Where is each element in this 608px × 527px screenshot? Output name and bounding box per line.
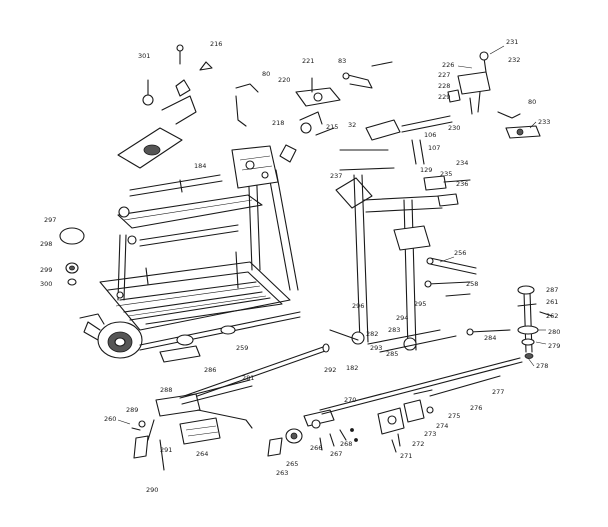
- callout-274: 274: [436, 422, 448, 430]
- callout-labels: 226 227 228 229 230 231 232 233 80 80 22…: [40, 38, 560, 494]
- bottom-center-parts: [267, 409, 358, 457]
- callout-230: 230: [448, 124, 460, 132]
- callout-262: 262: [546, 312, 558, 320]
- callout-220: 220: [278, 76, 290, 84]
- callout-266: 266: [310, 444, 322, 452]
- callout-293: 293: [370, 344, 382, 352]
- feed-rock-shaft: [131, 379, 253, 471]
- callout-229: 229: [438, 93, 450, 101]
- callout-298: 298: [40, 240, 52, 248]
- bobbin-winder-bracket: [447, 51, 541, 139]
- callout-278: 278: [536, 362, 548, 370]
- callout-234: 234: [456, 159, 468, 167]
- callout-271: 271: [400, 452, 412, 460]
- callout-258: 258: [466, 280, 478, 288]
- center-linkage-rods: [339, 115, 453, 171]
- callout-235: 235: [440, 170, 452, 178]
- callout-264: 264: [196, 450, 208, 458]
- callout-80-right: 80: [528, 98, 536, 106]
- callout-270: 270: [344, 396, 356, 404]
- callout-275: 275: [448, 412, 460, 420]
- callout-232: 232: [508, 56, 520, 64]
- callout-280: 280: [548, 328, 560, 336]
- callout-263: 263: [276, 469, 288, 477]
- callout-265: 265: [286, 460, 298, 468]
- callout-256: 256: [454, 249, 466, 257]
- callout-288: 288: [160, 386, 172, 394]
- callout-290: 290: [146, 486, 158, 494]
- upper-arm-assembly: [117, 145, 299, 291]
- zigzag-feed-rods: [329, 174, 457, 353]
- callout-218: 218: [272, 119, 284, 127]
- callout-289: 289: [126, 406, 138, 414]
- callout-237: 237: [330, 172, 342, 180]
- callout-287: 287: [546, 286, 558, 294]
- callout-216: 216: [210, 40, 222, 48]
- callout-182: 182: [346, 364, 358, 372]
- bottom-right-parts: [377, 389, 434, 453]
- callout-236: 236: [456, 180, 468, 188]
- callout-231: 231: [506, 38, 518, 46]
- callout-260: 260: [104, 415, 116, 423]
- callout-184: 184: [194, 162, 206, 170]
- callout-259: 259: [236, 344, 248, 352]
- callout-129: 129: [420, 166, 432, 174]
- callout-301: 301: [138, 52, 150, 60]
- callout-226: 226: [442, 61, 454, 69]
- callout-277: 277: [492, 388, 504, 396]
- base-frame-assembly: [79, 234, 301, 363]
- callout-279: 279: [548, 342, 560, 350]
- callout-296: 296: [352, 302, 364, 310]
- callout-83: 83: [338, 57, 346, 65]
- callout-215: 215: [326, 123, 338, 131]
- callout-267: 267: [330, 450, 342, 458]
- callout-261: 261: [546, 298, 558, 306]
- callout-299: 299: [40, 266, 52, 274]
- callout-228: 228: [438, 82, 450, 90]
- callout-285: 285: [386, 350, 398, 358]
- callout-80-left: 80: [262, 70, 270, 78]
- upper-left-loose-parts: [59, 179, 183, 299]
- callout-107: 107: [428, 144, 440, 152]
- callout-221: 221: [302, 57, 314, 65]
- top-cover-plate: [117, 44, 213, 169]
- callout-32: 32: [348, 121, 356, 129]
- callout-268: 268: [340, 440, 352, 448]
- callout-284: 284: [484, 334, 496, 342]
- presser-lever-group: [235, 61, 393, 163]
- callout-227: 227: [438, 71, 450, 79]
- callout-106: 106: [424, 131, 436, 139]
- callout-292: 292: [324, 366, 336, 374]
- callout-294: 294: [396, 314, 408, 322]
- callout-233: 233: [538, 118, 550, 126]
- callout-276: 276: [470, 404, 482, 412]
- callout-300: 300: [40, 280, 52, 288]
- leader-lines: [117, 45, 547, 425]
- callout-291: 291: [160, 446, 172, 454]
- callout-295: 295: [414, 300, 426, 308]
- main-shafts: [183, 328, 523, 415]
- callout-272: 272: [412, 440, 424, 448]
- callout-286: 286: [204, 366, 216, 374]
- callout-281: 281: [242, 374, 254, 382]
- callout-297: 297: [44, 216, 56, 224]
- right-small-parts: [423, 175, 477, 297]
- right-adjuster-stand: [517, 285, 553, 359]
- callout-283: 283: [388, 326, 400, 334]
- callout-273: 273: [424, 430, 436, 438]
- callout-282: 282: [366, 330, 378, 338]
